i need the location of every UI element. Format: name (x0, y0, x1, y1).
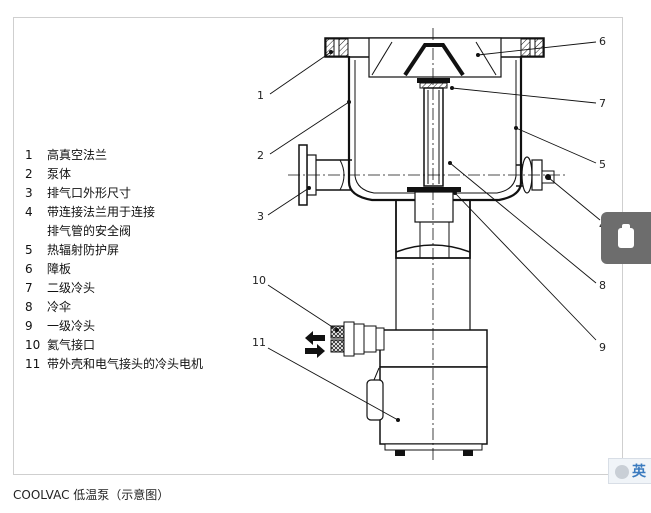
first-stage-cold-head (407, 187, 461, 258)
callout-2: 2 (257, 149, 264, 162)
callout-9: 9 (599, 341, 606, 354)
arrow-out-icon (305, 331, 325, 345)
callout-5: 5 (599, 158, 606, 171)
badge-label: 英 (632, 464, 646, 480)
cup-icon (618, 224, 634, 248)
baffle (368, 37, 502, 78)
corner-badge[interactable]: 英 (608, 458, 651, 484)
badge-icon (615, 465, 629, 479)
callout-11: 11 (252, 336, 266, 349)
callout-10: 10 (252, 274, 266, 287)
helium-connectors (305, 321, 385, 358)
side-widget-button[interactable] (601, 212, 651, 264)
callout-7: 7 (599, 97, 606, 110)
second-stage-cold-head (417, 78, 450, 187)
leader-dots (307, 50, 551, 422)
arrow-in-icon (305, 344, 325, 358)
callout-8: 8 (599, 279, 606, 292)
callout-1: 1 (257, 89, 264, 102)
figure-caption: COOLVAC 低温泵（示意图） (13, 488, 170, 502)
callout-3: 3 (257, 210, 264, 223)
center-lines (288, 28, 566, 462)
legend-item: 排气管的安全阀 (47, 224, 132, 238)
leader-lines (267, 41, 601, 421)
callout-6: 6 (599, 35, 606, 48)
cold-head-motor (366, 258, 488, 456)
